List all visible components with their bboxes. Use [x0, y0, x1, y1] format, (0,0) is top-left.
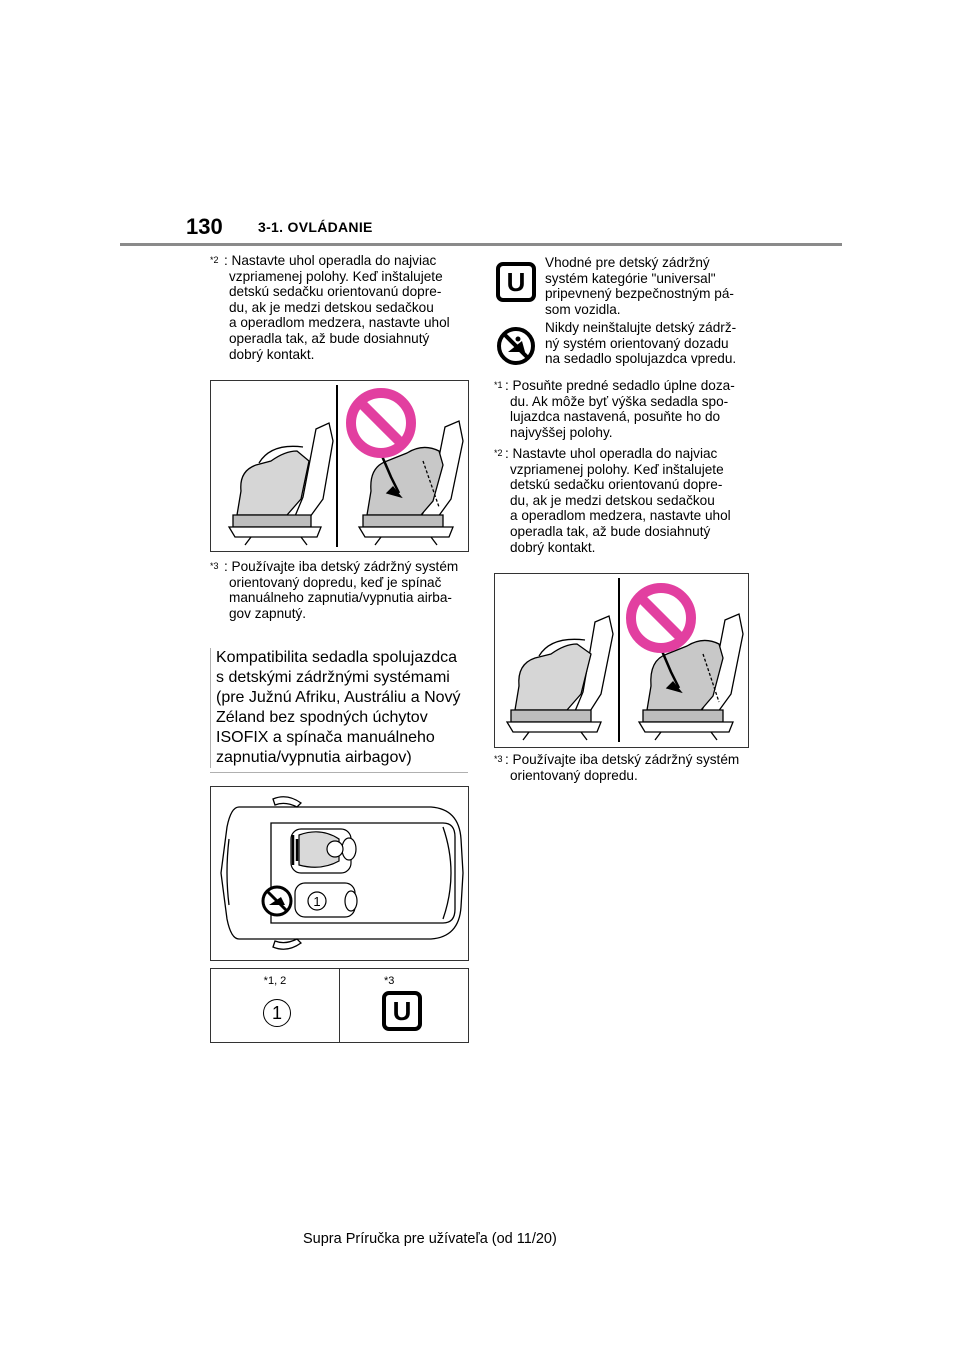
note-seat-position-right: *1 : Posuňte predné sedadlo úplne doza- … [494, 378, 764, 440]
universal-description: Vhodné pre detský zádržný systém kategór… [545, 255, 760, 317]
note-line: najvyššej polohy. [510, 424, 613, 440]
note-forward-facing-left: *3 : Používajte iba detský zádržný systé… [210, 559, 470, 621]
desc-line: Vhodné pre detský zádržný [545, 255, 710, 270]
legend-cell-seat-1: *1, 2 1 [211, 969, 340, 1042]
seat-number-badge: 1 [263, 999, 291, 1027]
heading-line: Kompatibilita sedadla spolujazdca [216, 649, 458, 666]
note-line: dobrý kontakt. [229, 346, 315, 362]
note-line: manuálneho zapnutia/vypnutia airba- [229, 590, 452, 606]
note-line: gov zapnutý. [229, 605, 307, 621]
desc-line: pripevnený bezpečnostným pá- [545, 286, 734, 302]
header-rule [120, 243, 842, 246]
note-line: operadla tak, až bude dosiahnutý [229, 330, 430, 346]
car-body [220, 806, 464, 940]
heading-line: ISOFIX a spínača manuálneho [216, 729, 435, 746]
note-line: operadla tak, až bude dosiahnutý [510, 523, 711, 539]
note-line: a operadlom medzera, nastavte uhol [510, 508, 731, 524]
note-line: orientovaný dopredu, keď je spínač [229, 574, 442, 590]
note-line: vzpriamenej polohy. Keď inštalujete [510, 461, 724, 477]
child-seat-correct [505, 615, 614, 741]
seat-angle-illustration-right [494, 573, 749, 748]
desc-line: systém kategórie "universal" [545, 270, 716, 286]
section-title: 3-1. OVLÁDANIE [258, 219, 373, 235]
car-seating-diagram: 1 [210, 786, 469, 961]
no-rear-facing-icon [261, 885, 293, 917]
legend-cell-universal: *3 U [340, 969, 468, 1042]
seat-angle-illustration-left [210, 380, 469, 552]
note-line: dobrý kontakt. [510, 539, 596, 555]
legend-header: *1, 2 [263, 975, 287, 987]
legend-header: *3 [384, 975, 395, 987]
heading-line: zapnutia/vypnutia airbagov) [216, 749, 412, 766]
note-seat-angle-right: *2 : Nastavte uhol operadla do najviac v… [494, 446, 764, 555]
note-line: lujazdca nastavená, posuňte ho do [510, 409, 721, 425]
desc-line: Nikdy neinštalujte detský zádrž- [545, 320, 737, 335]
note-marker: *2 [210, 255, 219, 265]
note-line: detskú sedačku orientovanú dopre- [510, 477, 723, 493]
compatibility-legend-table: *1, 2 1 *3 U [210, 968, 469, 1043]
note-line: orientovaný dopredu. [510, 767, 638, 783]
note-line: a operadlom medzera, nastavte uhol [229, 315, 450, 331]
desc-line: ný systém orientovaný dozadu [545, 335, 729, 351]
note-line: du. Ak môže byť výška sedadla spo- [510, 393, 729, 409]
note-line: du, ak je medzi detskou sedačkou [510, 492, 715, 508]
universal-u-icon: U [382, 991, 422, 1031]
note-marker: *1 [494, 380, 503, 390]
passenger-seat [294, 882, 358, 918]
prohibition-icon [626, 583, 696, 653]
note-line: detskú sedačku orientovanú dopre- [229, 284, 442, 300]
child-seat-correct [227, 422, 334, 546]
note-line: : Používajte iba detský zádržný systém [505, 752, 740, 767]
universal-u-icon: U [496, 262, 536, 302]
note-forward-facing-right: *3 : Používajte iba detský zádržný systé… [494, 752, 764, 783]
compatibility-heading: Kompatibilita sedadla spolujazdca s dets… [210, 648, 468, 768]
no-rear-facing-description: Nikdy neinštalujte detský zádrž- ný syst… [545, 320, 760, 367]
child-seat-incorrect [357, 420, 464, 546]
page-number: 130 [186, 214, 223, 239]
note-line: du, ak je medzi detskou sedačkou [229, 299, 434, 315]
driver-seat [290, 828, 357, 874]
heading-rule [210, 772, 468, 773]
seat-position-number: 1 [313, 894, 320, 909]
note-marker: *3 [210, 561, 219, 571]
note-marker: *2 [494, 448, 503, 458]
page-footer: Supra Príručka pre užívateľa (od 11/20) [303, 1231, 557, 1247]
note-line: : Nastavte uhol operadla do najviac [224, 253, 437, 268]
note-line: vzpriamenej polohy. Keď inštalujete [229, 268, 443, 284]
note-line: : Nastavte uhol operadla do najviac [505, 446, 718, 461]
desc-line: som vozidla. [545, 301, 621, 317]
desc-line: na sedadlo spolujazdca vpredu. [545, 351, 737, 367]
prohibition-icon [346, 388, 416, 458]
child-seat-incorrect [637, 613, 744, 741]
heading-line: Zéland bez spodných úchytov [216, 709, 428, 726]
note-marker: *3 [494, 754, 503, 764]
note-seat-angle-left: *2 : Nastavte uhol operadla do najviac v… [210, 253, 470, 362]
note-line: : Používajte iba detský zádržný systém [224, 559, 459, 574]
no-rear-facing-icon [496, 326, 536, 366]
note-line: : Posuňte predné sedadlo úplne doza- [505, 378, 735, 393]
heading-line: s detskými zádržnými systémami [216, 669, 450, 686]
heading-line: (pre Južnú Afriku, Austráliu a Nový [216, 689, 461, 706]
